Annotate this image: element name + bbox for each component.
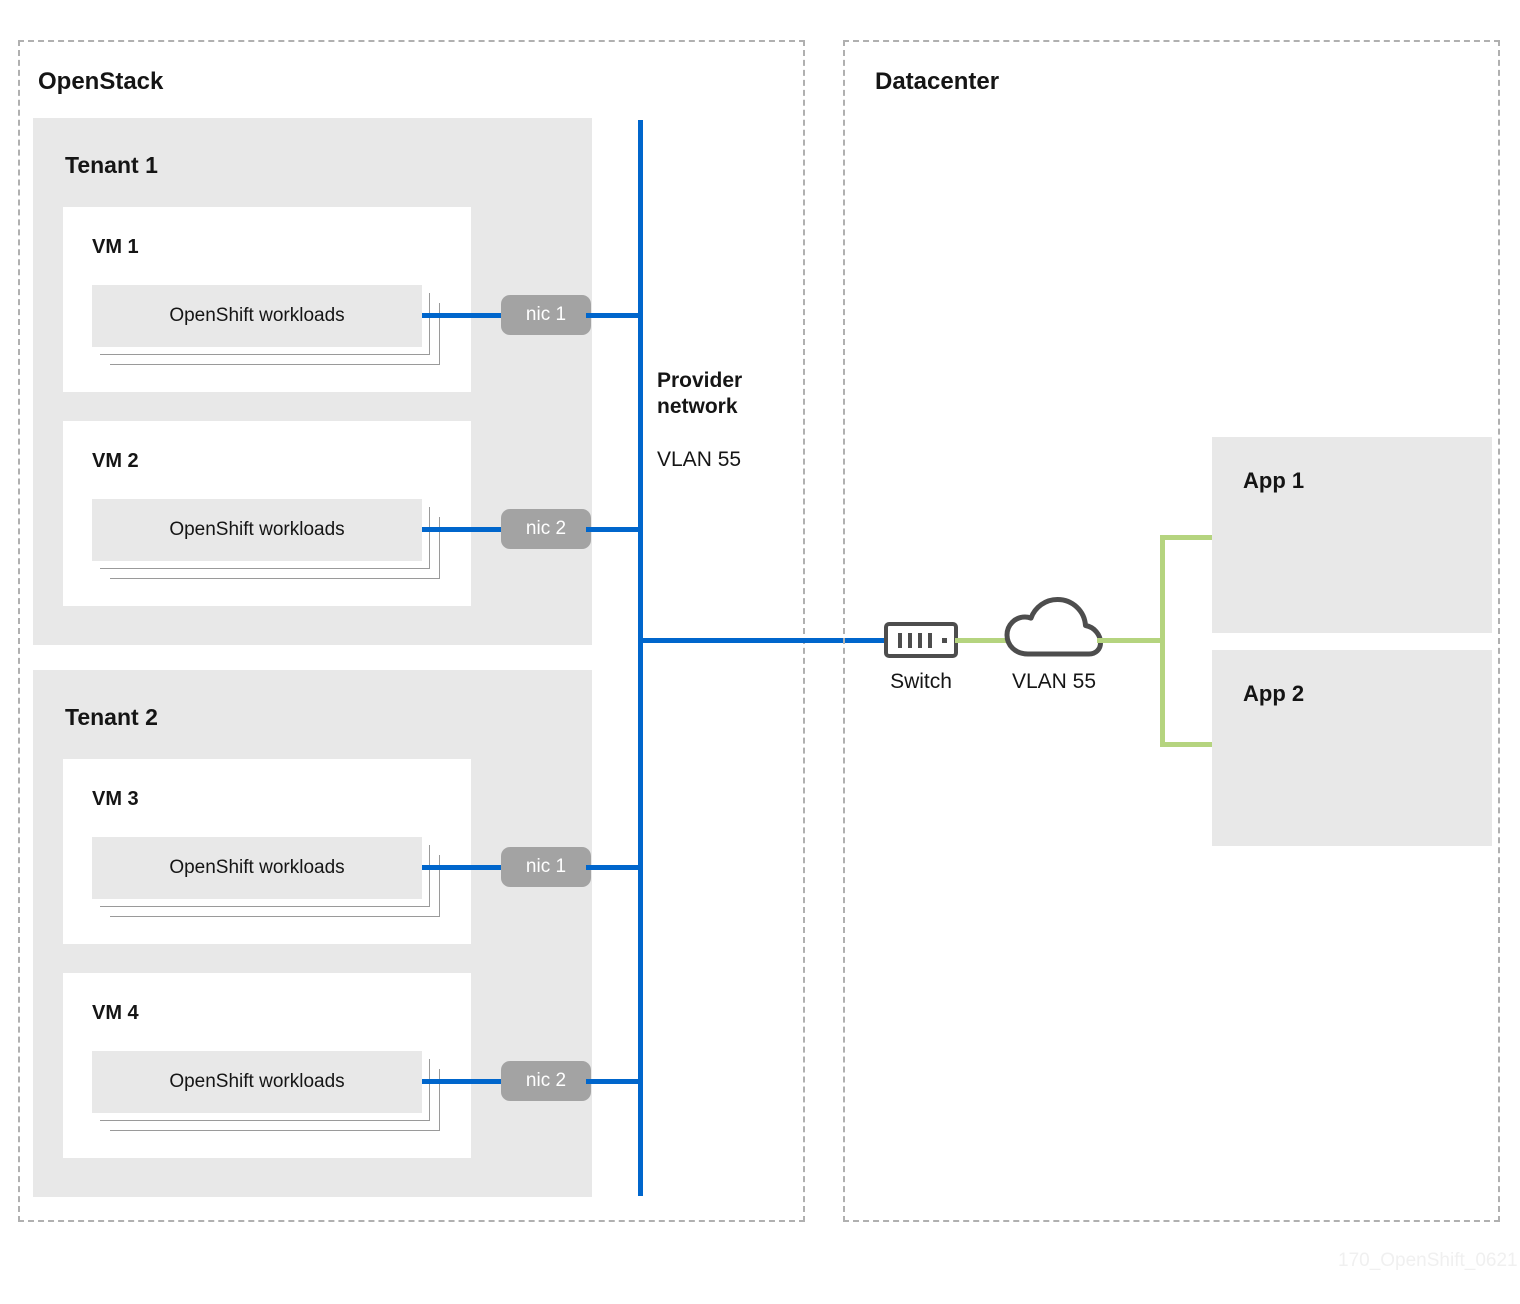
tenant-1-title: Tenant 1 xyxy=(65,152,158,178)
workload-card: OpenShift workloads xyxy=(92,837,422,899)
cloud-vlan-label: VLAN 55 xyxy=(1011,670,1097,693)
switch-icon xyxy=(884,622,958,658)
tenant-2-title: Tenant 2 xyxy=(65,704,158,730)
workload-stack-shadow-back xyxy=(110,303,440,365)
workload-label: OpenShift workloads xyxy=(169,857,345,878)
workload-stack-shadow-back xyxy=(110,1069,440,1131)
app-1-title: App 1 xyxy=(1243,468,1305,493)
provider-network-trunk-line xyxy=(638,120,643,1196)
cloud-icon xyxy=(1004,597,1103,657)
cloud-to-bracket-link xyxy=(1097,638,1165,643)
vm-3-workload-stack: OpenShift workloads xyxy=(92,837,452,927)
vm-1-workload-stack: OpenShift workloads xyxy=(92,285,452,375)
zone-openstack-title: OpenStack xyxy=(38,68,164,95)
vm-1-title: VM 1 xyxy=(92,236,139,258)
watermark-label: 170_OpenShift_0621 xyxy=(1338,1250,1518,1271)
workload-card: OpenShift workloads xyxy=(92,499,422,561)
workload-stack-shadow-front xyxy=(100,293,430,355)
vm-1-nic-link-in xyxy=(422,313,506,318)
vm-1-nic-link-out xyxy=(586,313,641,318)
provider-network-to-switch-link xyxy=(638,638,888,643)
workload-label: OpenShift workloads xyxy=(169,1071,345,1092)
nic-badge-vm-3: nic 1 xyxy=(501,847,591,887)
vm-3-nic-link-in xyxy=(422,865,506,870)
zone-datacenter xyxy=(843,40,1500,1222)
vm-3-title: VM 3 xyxy=(92,788,139,810)
vm-4-nic-link-in xyxy=(422,1079,506,1084)
nic-badge-label: nic 2 xyxy=(525,1070,567,1091)
provider-network-title: Provider network xyxy=(657,368,817,420)
vm-4-workload-stack: OpenShift workloads xyxy=(92,1051,452,1141)
vm-4-title: VM 4 xyxy=(92,1002,139,1024)
switch-label: Switch xyxy=(890,670,952,693)
provider-network-title-line2: network xyxy=(657,395,738,418)
vm-2-nic-link-in xyxy=(422,527,506,532)
app-1-box xyxy=(1212,437,1492,633)
nic-badge-label: nic 1 xyxy=(525,304,567,325)
workload-stack-shadow-front xyxy=(100,1059,430,1121)
workload-card: OpenShift workloads xyxy=(92,285,422,347)
nic-badge-vm-4: nic 2 xyxy=(501,1061,591,1101)
nic-badge-vm-1: nic 1 xyxy=(501,295,591,335)
provider-network-vlan-label: VLAN 55 xyxy=(657,448,742,471)
workload-card: OpenShift workloads xyxy=(92,1051,422,1113)
nic-badge-vm-2: nic 2 xyxy=(501,509,591,549)
app-2-box xyxy=(1212,650,1492,846)
vm-4-nic-link-out xyxy=(586,1079,641,1084)
provider-network-title-line1: Provider xyxy=(657,369,743,392)
workload-label: OpenShift workloads xyxy=(169,519,345,540)
workload-stack-shadow-back xyxy=(110,517,440,579)
app-2-title: App 2 xyxy=(1243,681,1305,706)
workload-label: OpenShift workloads xyxy=(169,305,345,326)
workload-stack-shadow-back xyxy=(110,855,440,917)
app-1-branch-link xyxy=(1160,535,1218,540)
vm-2-workload-stack: OpenShift workloads xyxy=(92,499,452,589)
vm-3-nic-link-out xyxy=(586,865,641,870)
switch-to-cloud-link xyxy=(955,638,1013,643)
workload-stack-shadow-front xyxy=(100,507,430,569)
nic-badge-label: nic 2 xyxy=(525,518,567,539)
app-bracket-spine xyxy=(1160,535,1165,747)
zone-datacenter-title: Datacenter xyxy=(875,68,1000,95)
vm-2-title: VM 2 xyxy=(92,450,139,472)
zone-openstack xyxy=(18,40,805,1222)
workload-stack-shadow-front xyxy=(100,845,430,907)
nic-badge-label: nic 1 xyxy=(525,856,567,877)
app-2-branch-link xyxy=(1160,742,1218,747)
vm-2-nic-link-out xyxy=(586,527,641,532)
